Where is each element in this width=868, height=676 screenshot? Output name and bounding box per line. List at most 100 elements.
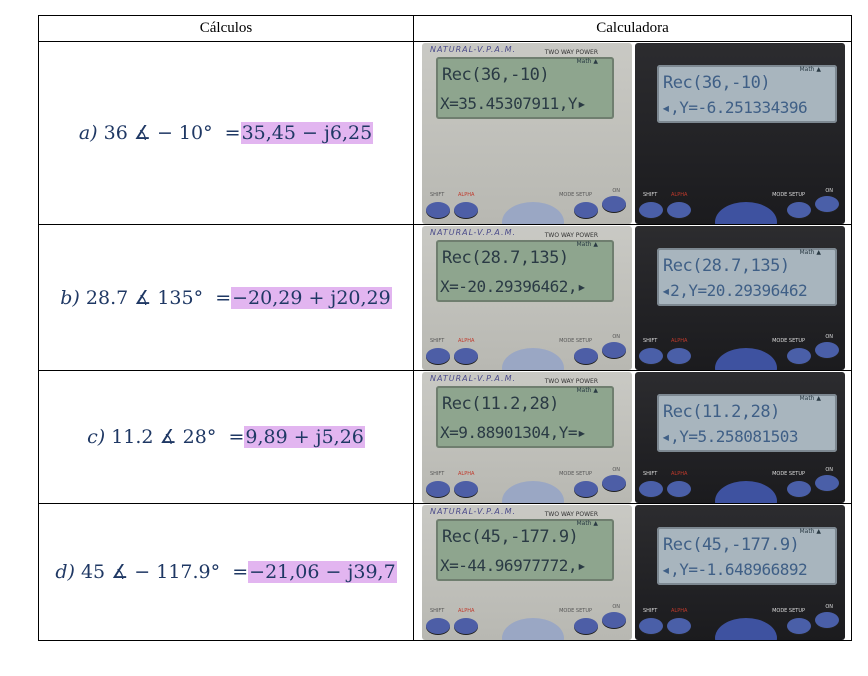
- alpha-key: [667, 201, 691, 218]
- display-input-line: Rec(36,-10): [663, 72, 771, 93]
- calculator-keypad: SHIFT ALPHA MODE SETUP ON: [422, 463, 632, 503]
- display-indicator: Math ▲: [799, 248, 821, 256]
- angle-symbol-icon: ∡: [134, 286, 152, 309]
- display-input-line: Rec(45,-177.9): [442, 526, 579, 547]
- alpha-key-label: ALPHA: [458, 470, 475, 477]
- alpha-key: [454, 617, 478, 634]
- calculator-display: Math ▲ Rec(36,-10) ◂,Y=-6.251334396: [657, 64, 837, 123]
- calculator-photo-cell: NATURAL-V.P.A.M. TWO WAY POWER Math ▲ Re…: [413, 503, 852, 641]
- display-result-line: X=-44.96977772,▸: [440, 555, 587, 575]
- alpha-key-label: ALPHA: [671, 607, 688, 614]
- equals-sign: =: [232, 561, 249, 583]
- on-key-label: ON: [612, 333, 620, 340]
- calculator-keypad: SHIFT ALPHA MODE SETUP ON: [422, 330, 632, 370]
- calculator-brand: NATURAL-V.P.A.M.: [430, 506, 517, 516]
- shift-key-label: SHIFT: [430, 337, 445, 344]
- calculator-photo-right: Math ▲ Rec(11.2,28) ◂,Y=5.258081503 SHIF…: [635, 371, 845, 503]
- alpha-key: [667, 347, 691, 364]
- calculator-display: Math ▲ Rec(11.2,28) ◂,Y=5.258081503: [657, 393, 837, 452]
- mode-key: [574, 617, 598, 634]
- display-indicator: Math ▲: [576, 519, 598, 527]
- calculator-brand: NATURAL-V.P.A.M.: [430, 44, 517, 54]
- display-result-line: ◂,Y=-6.251334396: [661, 97, 808, 117]
- display-input-line: Rec(28.7,135): [663, 255, 790, 276]
- mode-key: [787, 617, 811, 634]
- calculator-keypad: SHIFT ALPHA MODE SETUP ON: [635, 184, 845, 224]
- angle: − 117.9°: [134, 561, 221, 583]
- on-key-label: ON: [825, 333, 833, 340]
- on-key-label: ON: [612, 187, 620, 194]
- shift-key-label: SHIFT: [430, 607, 445, 614]
- magnitude: 11.2: [111, 426, 154, 448]
- calculator-keypad: SHIFT ALPHA MODE SETUP ON: [635, 600, 845, 640]
- table-row: c) 11.2 ∡ 28° =9,89 + j5,26 NATURAL-V.P.…: [38, 370, 852, 504]
- calculation-cell: a) 36 ∡ − 10° =35,45 − j6,25: [38, 41, 414, 225]
- on-key: [602, 611, 626, 628]
- on-key-label: ON: [825, 187, 833, 194]
- shift-key-label: SHIFT: [430, 470, 445, 477]
- mode-key: [574, 480, 598, 497]
- alpha-key-label: ALPHA: [458, 191, 475, 198]
- shift-key: [426, 347, 450, 364]
- calculator-photo-left: NATURAL-V.P.A.M. TWO WAY POWER Math ▲ Re…: [422, 225, 632, 370]
- equals-sign: =: [224, 122, 241, 144]
- item-letter: a): [78, 122, 98, 144]
- calculation-cell: b) 28.7 ∡ 135° =−20,29 + j20,29: [38, 224, 414, 371]
- alpha-key: [454, 347, 478, 364]
- display-indicator: Math ▲: [576, 57, 598, 65]
- calculator-photo-left: NATURAL-V.P.A.M. TWO WAY POWER Math ▲ Re…: [422, 42, 632, 224]
- calculator-photo-cell: NATURAL-V.P.A.M. TWO WAY POWER Math ▲ Re…: [413, 370, 852, 504]
- angle-symbol-icon: ∡: [111, 561, 129, 583]
- mode-key-label: MODE SETUP: [772, 337, 805, 344]
- alpha-key: [454, 201, 478, 218]
- on-key: [602, 474, 626, 491]
- mode-key-label: MODE SETUP: [772, 191, 805, 198]
- solar-label: TWO WAY POWER: [544, 510, 598, 518]
- on-key-label: ON: [825, 603, 833, 610]
- display-input-line: Rec(45,-177.9): [663, 534, 800, 555]
- rectangular-result: −21,06 − j39,7: [248, 561, 397, 583]
- shift-key: [639, 201, 663, 218]
- calculator-photo-cell: NATURAL-V.P.A.M. TWO WAY POWER Math ▲ Re…: [413, 41, 852, 225]
- mode-key-label: MODE SETUP: [772, 607, 805, 614]
- display-result-line: ◂2,Y=20.29396462: [661, 280, 808, 300]
- mode-key-label: MODE SETUP: [772, 470, 805, 477]
- shift-key-label: SHIFT: [643, 337, 658, 344]
- calculator-photo-left: NATURAL-V.P.A.M. TWO WAY POWER Math ▲ Re…: [422, 371, 632, 503]
- angle-symbol-icon: ∡: [159, 426, 177, 448]
- dpad-button: [501, 480, 564, 503]
- calculator-display: Math ▲ Rec(36,-10) X=35.45307911,Y▸: [436, 56, 614, 119]
- calculator-display: Math ▲ Rec(45,-177.9) ◂,Y=-1.648966892: [657, 526, 837, 585]
- angle: 135°: [157, 286, 204, 309]
- display-result-line: X=9.88901304,Y=▸: [440, 422, 587, 442]
- dpad-button: [501, 201, 564, 224]
- display-result-line: ◂,Y=5.258081503: [661, 426, 799, 446]
- calculator-photo-cell: NATURAL-V.P.A.M. TWO WAY POWER Math ▲ Re…: [413, 224, 852, 371]
- calculator-keypad: SHIFT ALPHA MODE SETUP ON: [635, 463, 845, 503]
- magnitude: 45: [80, 561, 106, 583]
- solar-label: TWO WAY POWER: [544, 231, 598, 239]
- on-key: [815, 341, 839, 358]
- mode-key-label: MODE SETUP: [559, 337, 592, 344]
- on-key: [815, 611, 839, 628]
- table-row: b) 28.7 ∡ 135° =−20,29 + j20,29 NATURAL-…: [38, 224, 852, 371]
- rectangular-result: −20,29 + j20,29: [231, 286, 392, 309]
- alpha-key-label: ALPHA: [458, 337, 475, 344]
- magnitude: 36: [103, 122, 128, 144]
- mode-key-label: MODE SETUP: [559, 607, 592, 614]
- solar-label: TWO WAY POWER: [544, 377, 598, 385]
- mode-key-label: MODE SETUP: [559, 470, 592, 477]
- shift-key: [426, 480, 450, 497]
- dpad-button: [501, 347, 564, 370]
- calculator-display: Math ▲ Rec(28.7,135) ◂2,Y=20.29396462: [657, 247, 837, 306]
- alpha-key: [667, 480, 691, 497]
- angle-symbol-icon: ∡: [133, 122, 151, 144]
- table-row: a) 36 ∡ − 10° =35,45 − j6,25 NATURAL-V.P…: [38, 41, 852, 225]
- on-key-label: ON: [612, 466, 620, 473]
- table-row: d) 45 ∡ − 117.9° =−21,06 − j39,7 NATURAL…: [38, 503, 852, 641]
- display-result-line: X=35.45307911,Y▸: [440, 93, 587, 113]
- item-letter: d): [55, 561, 75, 583]
- angle: − 10°: [156, 122, 213, 144]
- item-letter: c): [87, 426, 106, 448]
- alpha-key-label: ALPHA: [458, 607, 475, 614]
